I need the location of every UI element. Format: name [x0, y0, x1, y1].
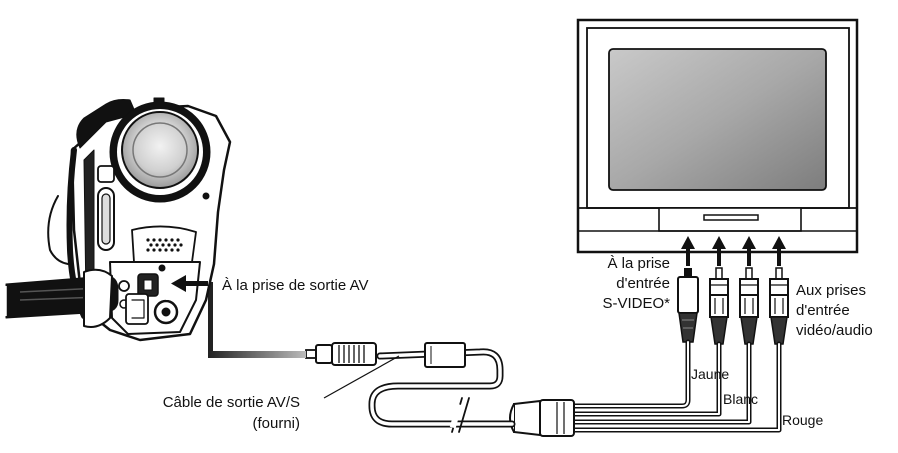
tv-input-arrows [681, 236, 786, 266]
label-cable-line2: (fourni) [252, 415, 300, 432]
cable-leader-line [323, 355, 400, 399]
arrow-video [712, 236, 726, 266]
label-cable-line1: Câble de sortie AV/S [163, 394, 300, 411]
av-cable-wires [567, 339, 782, 433]
av-jack-arrow [171, 275, 208, 292]
gradient-cord [208, 282, 306, 358]
rca-plug-yellow [709, 267, 729, 345]
cable-junction [509, 399, 575, 437]
label-svideo-line2: d'entrée [616, 275, 670, 292]
label-av-input-line1: Aux prises [796, 282, 866, 299]
speaker-grille [146, 238, 183, 252]
camera-mic-mark: MIC [158, 296, 170, 302]
rca-plug-white [739, 267, 759, 345]
tv-screen [608, 48, 827, 191]
camera-av-mark: A/V [142, 268, 152, 274]
arrow-audio-right [772, 236, 786, 266]
arrow-audio-left [742, 236, 756, 266]
label-svideo-line3: S-VIDEO* [602, 295, 670, 312]
label-svideo-line1: À la prise [607, 255, 670, 272]
label-av-input-line2: d'entrée [796, 302, 850, 319]
tv-slot [703, 214, 759, 221]
label-yellow: Jaune [691, 366, 729, 382]
hand-strap [5, 268, 119, 328]
label-av-output: À la prise de sortie AV [222, 277, 368, 294]
label-white: Blanc [723, 391, 758, 407]
television [576, 18, 859, 254]
label-av-input-line3: vidéo/audio [796, 322, 873, 339]
ferrite-core [424, 342, 466, 368]
svideo-plug [677, 268, 699, 343]
label-red: Rouge [782, 412, 823, 428]
rca-plug-red [769, 267, 789, 345]
arrow-svideo [681, 236, 695, 266]
camera-side-plug [305, 342, 377, 366]
